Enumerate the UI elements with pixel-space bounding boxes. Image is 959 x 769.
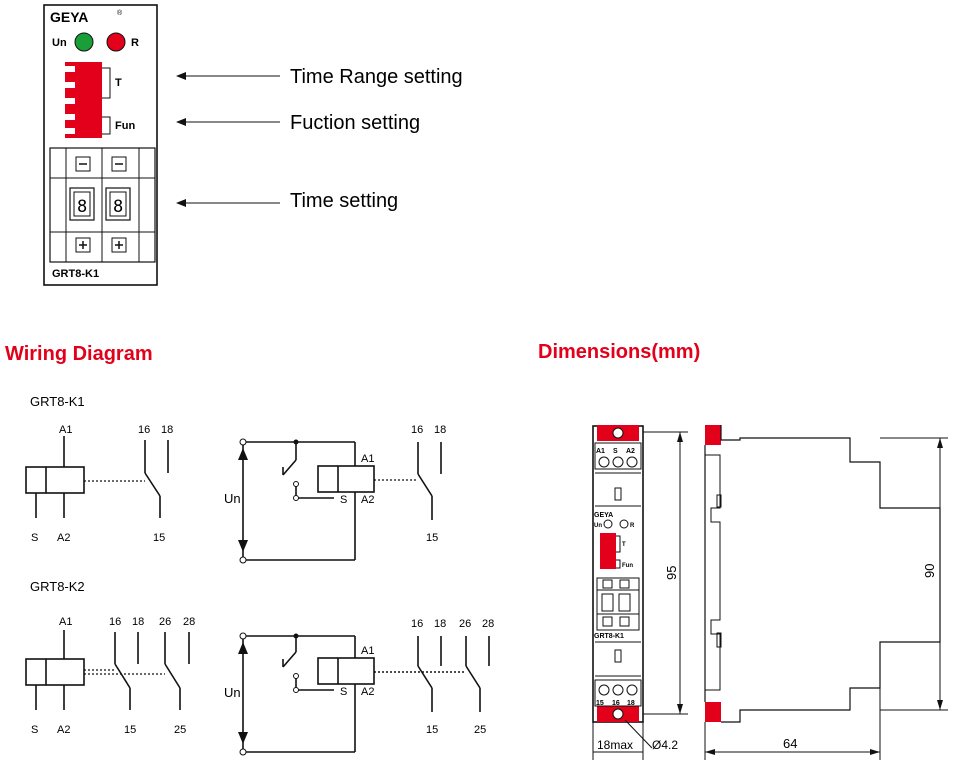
k1-a2-label: A2 <box>57 532 70 544</box>
callout-time: Time setting <box>290 190 398 212</box>
dip-t-label: T <box>115 77 122 89</box>
dim-term-a2: A2 <box>626 448 635 455</box>
dim-mini-fun: Fun <box>622 563 633 569</box>
k1-conn-s: S <box>340 494 347 506</box>
k2-conn-s: S <box>340 686 347 698</box>
k2-conn-a2: A2 <box>361 686 374 698</box>
k2-conn-a1: A1 <box>361 645 374 657</box>
dim-front-lines <box>592 431 688 760</box>
brand-logo: GEYA <box>50 9 88 25</box>
time-setting-panel <box>49 147 156 263</box>
k1-title: GRT8-K1 <box>30 394 85 409</box>
dim-mini-t: T <box>622 542 626 548</box>
k2-schematic <box>25 630 190 710</box>
dim-term-15: 15 <box>596 700 604 707</box>
k2-s-label: S <box>31 724 38 736</box>
dim-side-lines <box>704 437 948 760</box>
k1-conn-a2: A2 <box>361 494 374 506</box>
k1-connection <box>238 438 442 564</box>
k2-connection <box>238 632 490 756</box>
plus-button-left[interactable] <box>75 237 91 253</box>
dim-mini-model: GRT8-K1 <box>594 633 624 640</box>
dim-mini-brand: GEYA <box>594 512 613 519</box>
k2-25-label: 25 <box>174 724 186 736</box>
k2-title: GRT8-K2 <box>30 579 85 594</box>
dim-front-view <box>592 425 644 723</box>
dim-depth-label: 64 <box>783 736 797 751</box>
k2-15-label: 15 <box>124 724 136 736</box>
callout-function: Fuction setting <box>290 112 420 134</box>
dim-height-label: 95 <box>664 566 679 580</box>
dim-term-16: 16 <box>612 700 620 707</box>
k2-28-label: 28 <box>183 616 195 628</box>
device-front: GEYA ® Un R T Fun <box>43 4 158 286</box>
k2-16-label: 16 <box>109 616 121 628</box>
led-un-indicator <box>74 32 94 52</box>
k1-conn-a1: A1 <box>361 453 374 465</box>
dim-mini-un: Un <box>594 523 602 529</box>
k2-conn-26: 26 <box>459 618 471 630</box>
device-model: GRT8-K1 <box>52 268 99 280</box>
k2-conn-28: 28 <box>482 618 494 630</box>
wiring-heading: Wiring Diagram <box>5 343 153 365</box>
k2-conn-18: 18 <box>434 618 446 630</box>
dip-fun-label: Fun <box>115 120 135 132</box>
dim-hole-label: Ø4.2 <box>652 738 678 752</box>
minus-button-left[interactable] <box>75 156 91 172</box>
k2-conn-25: 25 <box>474 724 486 736</box>
dim-width-label: 18max <box>597 738 633 752</box>
k1-15-label: 15 <box>153 532 165 544</box>
digit-display-left: 8 <box>69 187 95 221</box>
k2-18-label: 18 <box>132 616 144 628</box>
k2-conn-15: 15 <box>426 724 438 736</box>
k1-18-label: 18 <box>161 424 173 436</box>
dim-term-s: S <box>613 448 618 455</box>
digit-display-right: 8 <box>105 187 131 221</box>
plus-button-right[interactable] <box>111 237 127 253</box>
k2-a1-label: A1 <box>59 616 72 628</box>
dip-switch[interactable] <box>65 62 111 138</box>
k2-conn-16: 16 <box>411 618 423 630</box>
k2-a2-label: A2 <box>57 724 70 736</box>
minus-button-right[interactable] <box>111 156 127 172</box>
k1-16-label: 16 <box>138 424 150 436</box>
dim-term-18: 18 <box>627 700 635 707</box>
dim-term-a1: A1 <box>596 448 605 455</box>
svg-text:8: 8 <box>77 197 87 217</box>
k1-conn-18: 18 <box>434 424 446 436</box>
dim-mini-r: R <box>630 523 635 529</box>
led-r-label: R <box>131 37 139 49</box>
k1-conn-15: 15 <box>426 532 438 544</box>
registered-mark: ® <box>117 9 123 17</box>
k1-s-label: S <box>31 532 38 544</box>
led-un-label: Un <box>52 37 67 49</box>
callout-arrows <box>176 72 280 207</box>
dim-inner-height-label: 90 <box>922 564 937 578</box>
dim-side-view <box>704 425 941 723</box>
k2-un-label: Un <box>224 685 241 700</box>
k1-conn-16: 16 <box>411 424 423 436</box>
k1-un-label: Un <box>224 491 241 506</box>
svg-text:8: 8 <box>113 197 123 217</box>
k1-schematic <box>25 436 169 518</box>
callout-time-range: Time Range setting <box>290 66 463 88</box>
led-r-indicator <box>106 32 126 52</box>
dimensions-heading: Dimensions(mm) <box>538 341 700 363</box>
k1-a1-label: A1 <box>59 424 72 436</box>
k2-26-label: 26 <box>159 616 171 628</box>
